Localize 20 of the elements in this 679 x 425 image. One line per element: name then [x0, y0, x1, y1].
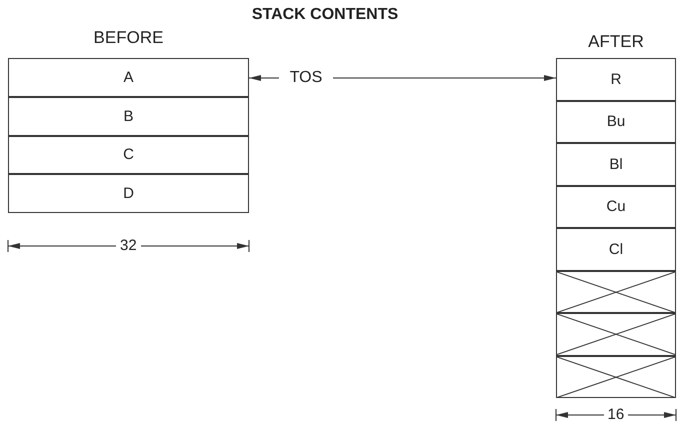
stack-cell: Bl	[556, 143, 676, 186]
stack-heading: BEFORE	[94, 28, 164, 48]
pointer-label: TOS	[282, 67, 330, 89]
stack-cell: A	[8, 58, 249, 97]
stack-cell: C	[8, 136, 249, 174]
arrow	[332, 75, 556, 81]
stack-column	[8, 28, 249, 213]
crossed-out-cell	[556, 270, 676, 313]
diagram-title: STACK CONTENTS	[250, 6, 400, 24]
crossed-out-cell	[556, 313, 676, 356]
stack-column	[556, 32, 676, 398]
crossed-out-cell	[556, 356, 676, 398]
stack-cell: B	[8, 96, 249, 136]
stack-cell: Cl	[556, 228, 676, 270]
stack-heading: AFTER	[588, 32, 644, 52]
stack-cell: R	[556, 58, 676, 100]
stack-cell: D	[8, 174, 249, 213]
stack-cell: Bu	[556, 100, 676, 143]
arrow	[248, 75, 280, 81]
stack-cell: Cu	[556, 186, 676, 228]
